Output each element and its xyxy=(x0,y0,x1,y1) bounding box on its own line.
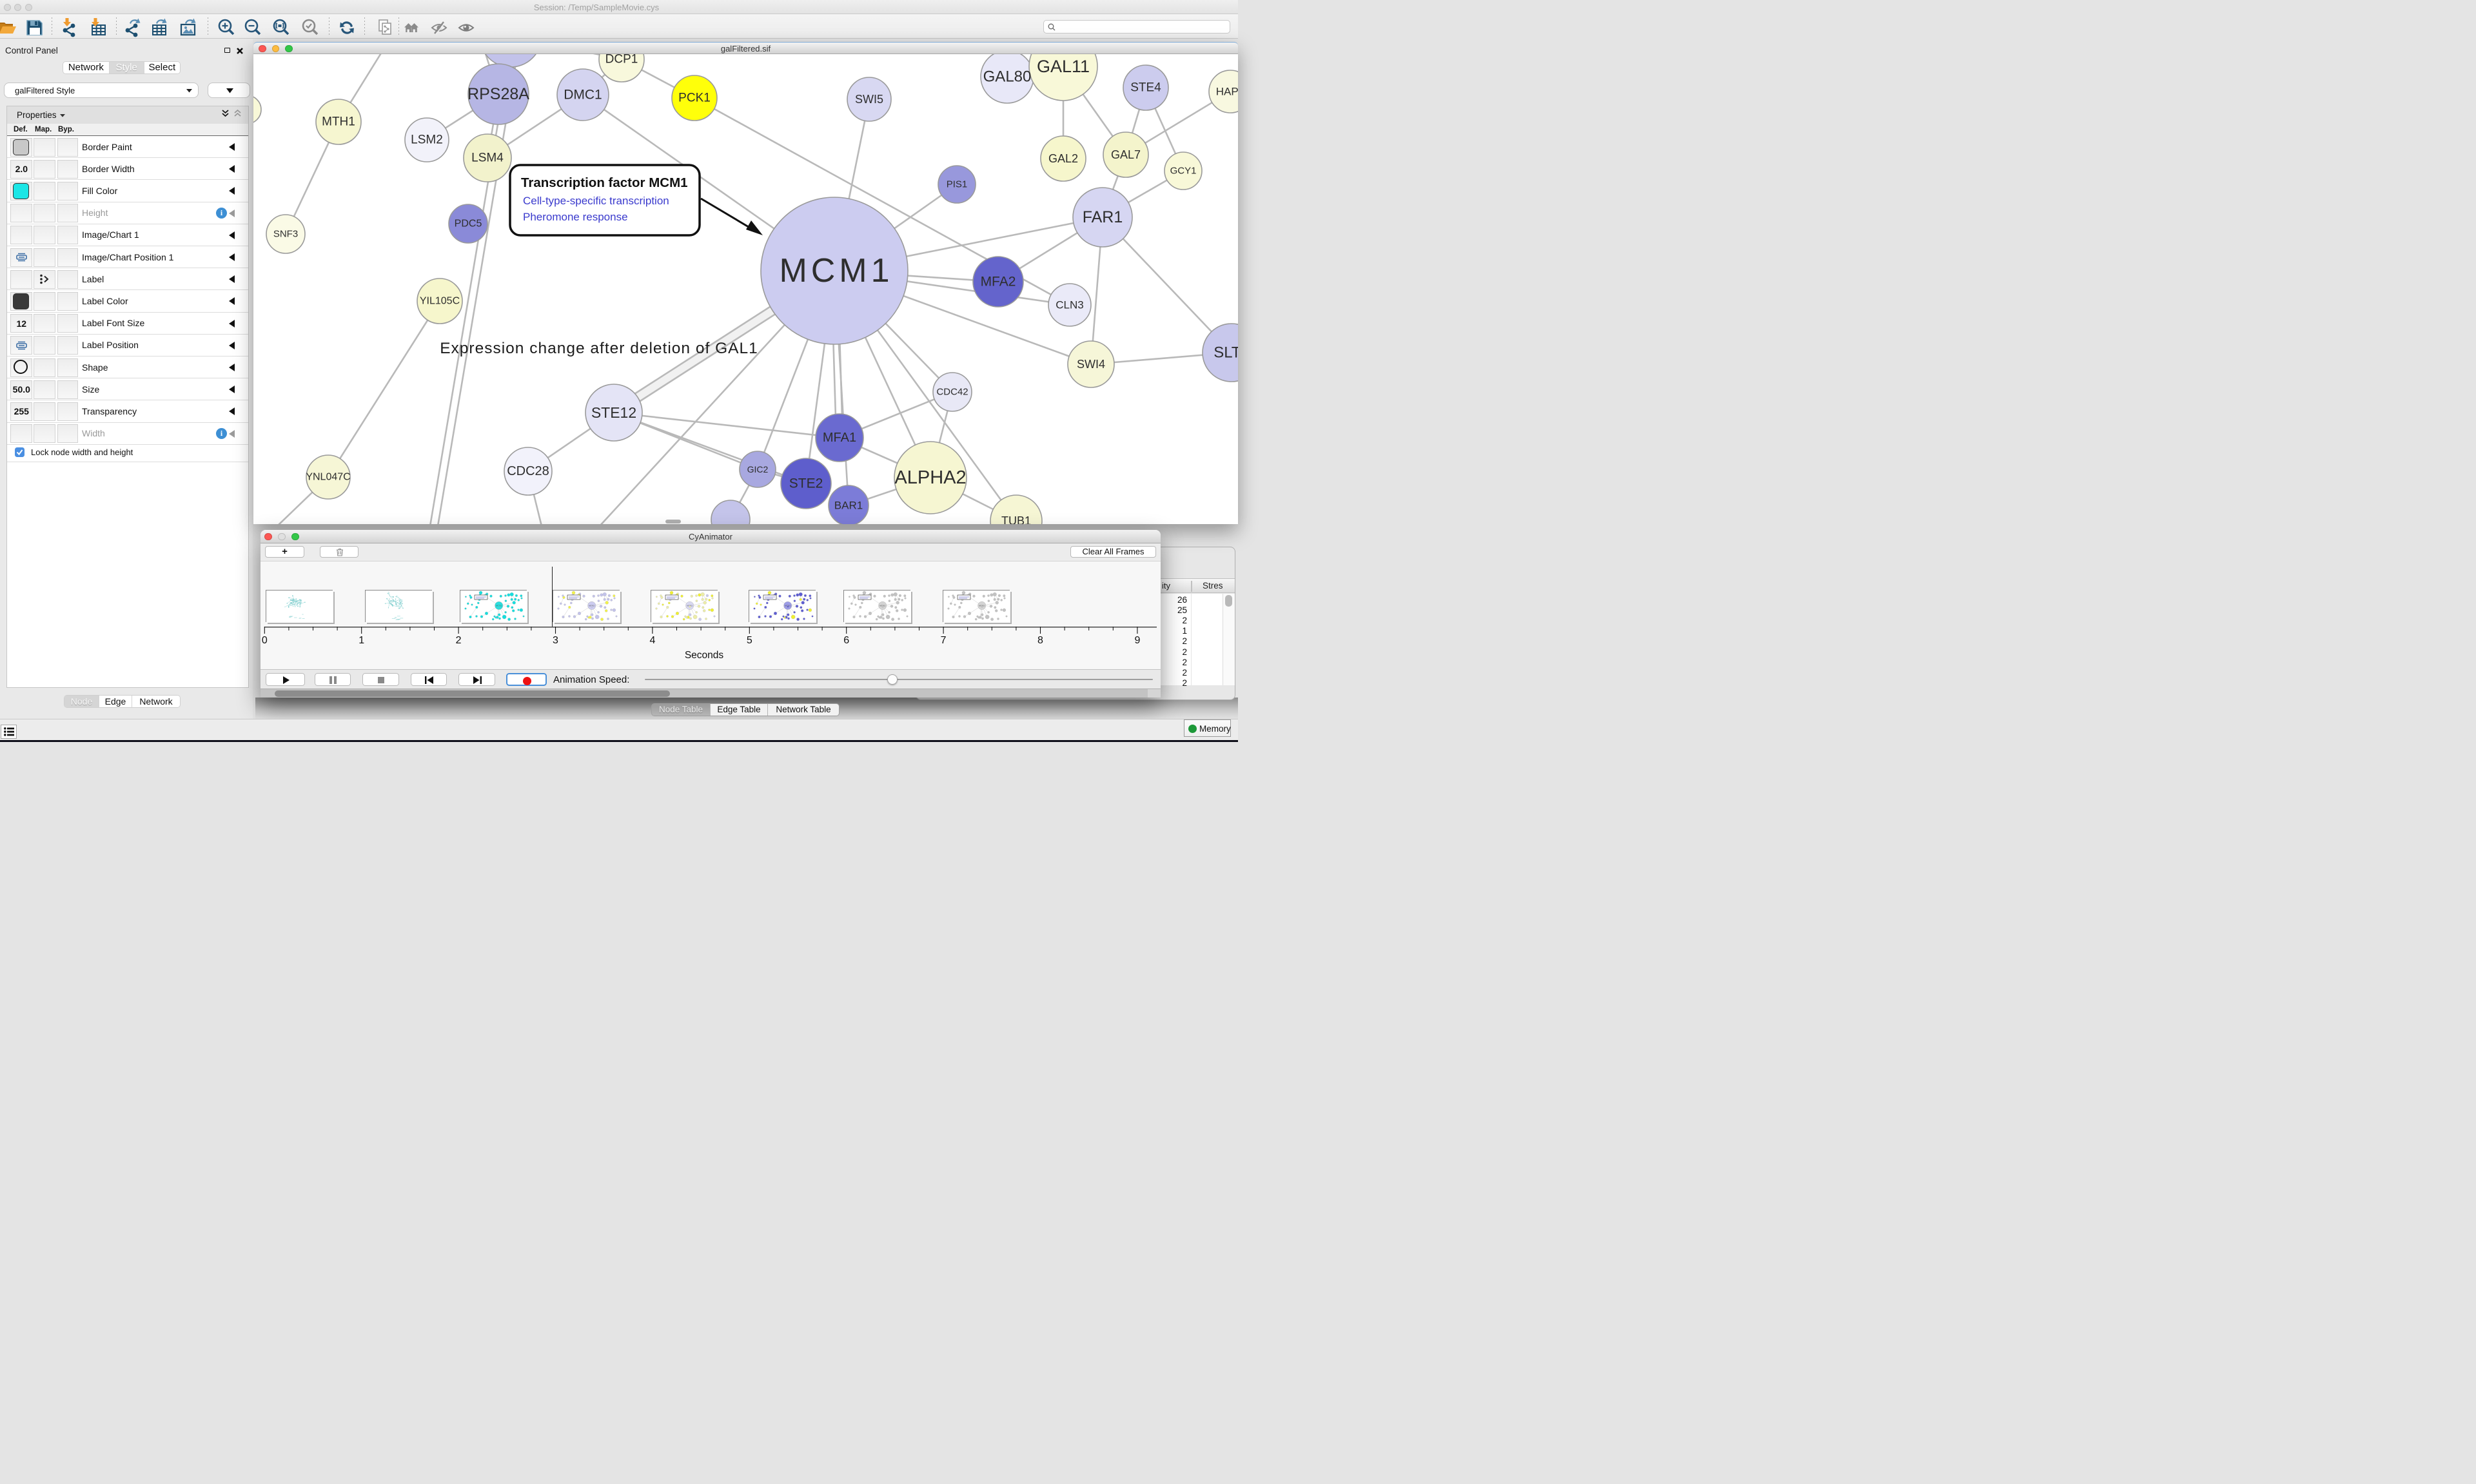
svg-text:GAL7: GAL7 xyxy=(1111,148,1141,161)
svg-text:LSM2: LSM2 xyxy=(411,133,443,147)
svg-text:CDC42: CDC42 xyxy=(936,387,968,398)
svg-text:MTH1: MTH1 xyxy=(322,115,355,129)
svg-text:7: 7 xyxy=(941,635,947,646)
svg-text:Expression change after deleti: Expression change after deletion of GAL1 xyxy=(440,340,758,357)
svg-text:SWI5: SWI5 xyxy=(855,93,883,106)
svg-text:DMC1: DMC1 xyxy=(564,88,602,103)
svg-text:ALPHA2: ALPHA2 xyxy=(894,467,966,488)
svg-text:2: 2 xyxy=(456,635,462,646)
svg-text:9: 9 xyxy=(1134,635,1140,646)
svg-text:TUB1: TUB1 xyxy=(1001,514,1031,524)
svg-text:RPS28A: RPS28A xyxy=(467,85,529,103)
svg-text:SNF3: SNF3 xyxy=(273,229,298,240)
svg-text:DCP1: DCP1 xyxy=(605,54,638,66)
svg-text:Transcription factor MCM1: Transcription factor MCM1 xyxy=(521,175,688,190)
svg-text:6: 6 xyxy=(843,635,849,646)
svg-text:GAL11: GAL11 xyxy=(1037,57,1090,76)
svg-text:Seconds: Seconds xyxy=(685,650,724,661)
svg-text:CDC28: CDC28 xyxy=(507,464,549,478)
svg-text:FAR1: FAR1 xyxy=(1083,208,1123,226)
svg-text:BAR1: BAR1 xyxy=(834,500,863,512)
svg-text:5: 5 xyxy=(747,635,752,646)
svg-text:YNL047C: YNL047C xyxy=(306,472,350,483)
svg-text:LSM4: LSM4 xyxy=(471,151,504,165)
svg-text:MFA2: MFA2 xyxy=(981,275,1016,289)
svg-text:3: 3 xyxy=(553,635,558,646)
svg-text:STE2: STE2 xyxy=(789,476,823,491)
svg-text:PDC5: PDC5 xyxy=(455,219,482,229)
svg-text:MCM1: MCM1 xyxy=(779,252,893,289)
svg-text:GCY1: GCY1 xyxy=(1170,166,1197,177)
svg-text:8: 8 xyxy=(1037,635,1043,646)
svg-text:MFA1: MFA1 xyxy=(823,431,856,445)
svg-text:PCK1: PCK1 xyxy=(678,92,711,105)
svg-text:CLN3: CLN3 xyxy=(1056,299,1083,311)
svg-text:GIC2: GIC2 xyxy=(747,464,769,474)
svg-text:SWI4: SWI4 xyxy=(1077,358,1105,371)
svg-text:YIL105C: YIL105C xyxy=(420,296,460,307)
svg-text:1: 1 xyxy=(359,635,364,646)
svg-text:Cell-type-specific transcripti: Cell-type-specific transcription xyxy=(523,195,669,207)
svg-text:0: 0 xyxy=(262,635,268,646)
svg-text:STE4: STE4 xyxy=(1130,81,1161,95)
svg-text:SLT2: SLT2 xyxy=(1213,344,1238,362)
svg-text:GAL2: GAL2 xyxy=(1048,152,1078,165)
svg-text:4: 4 xyxy=(649,635,655,646)
svg-text:GAL80: GAL80 xyxy=(983,68,1032,86)
svg-text:Pheromone response: Pheromone response xyxy=(523,211,628,223)
svg-text:STE12: STE12 xyxy=(591,404,636,421)
svg-text:PIS1: PIS1 xyxy=(947,179,968,190)
svg-text:HAP2: HAP2 xyxy=(1216,86,1238,98)
